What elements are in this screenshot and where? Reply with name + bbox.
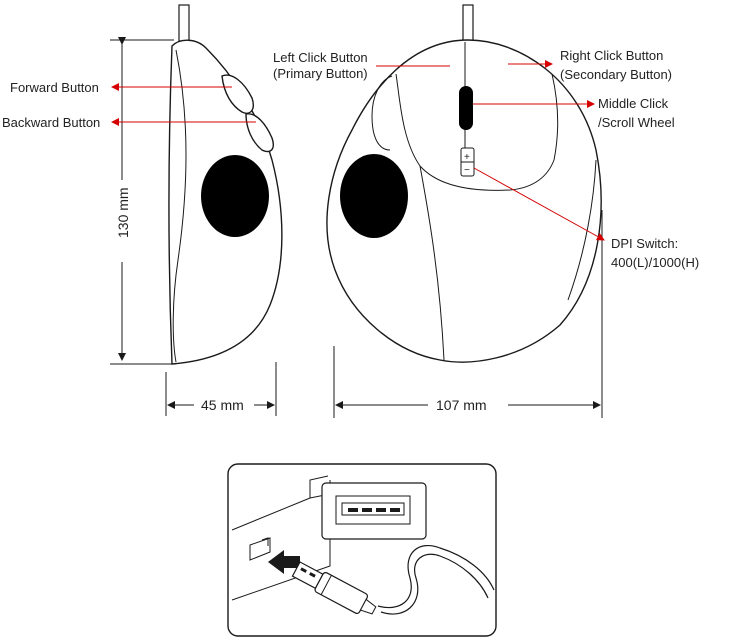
forward-button-label: Forward Button — [10, 80, 99, 95]
top-view: + − — [326, 4, 602, 363]
insert-arrow-icon — [268, 550, 300, 574]
scroll-wheel — [459, 86, 473, 130]
side-width-label: 45 mm — [201, 397, 244, 413]
top-width-dimension: 107 mm — [333, 210, 603, 418]
side-trackball — [201, 155, 269, 237]
left-click-label-line1: Left Click Button — [273, 50, 368, 65]
forward-button-shape — [221, 74, 254, 114]
case-usb-port — [249, 537, 271, 561]
dpi-label-line2: 400(L)/1000(H) — [611, 255, 699, 270]
top-callouts: Left Click Button (Primary Button) Right… — [273, 48, 699, 270]
height-dimension: 130 mm — [110, 37, 174, 365]
usb-connection-panel — [227, 463, 497, 637]
right-click-label-line2: (Secondary Button) — [560, 67, 672, 82]
dpi-label-line1: DPI Switch: — [611, 236, 678, 251]
top-body — [326, 39, 602, 363]
top-cable — [462, 4, 474, 44]
side-callouts: Forward Button Backward Button — [2, 80, 256, 130]
right-contour — [567, 159, 597, 301]
usb-panel-frame — [227, 463, 497, 637]
button-panel — [395, 73, 559, 191]
middle-click-label-line2: /Scroll Wheel — [598, 115, 675, 130]
dpi-plus-icon: + — [464, 152, 470, 163]
side-width-dimension: 45 mm — [165, 362, 277, 416]
left-click-label-line2: (Primary Button) — [273, 66, 368, 81]
usb-cable — [377, 544, 495, 609]
side-contour — [172, 49, 187, 363]
backward-button-label: Backward Button — [2, 115, 100, 130]
thumb-rest — [371, 75, 393, 151]
dpi-minus-icon: − — [464, 165, 470, 176]
top-trackball — [340, 154, 408, 238]
side-view — [160, 4, 283, 365]
backward-button-shape — [245, 113, 274, 153]
usb-plug — [291, 561, 377, 615]
top-width-label: 107 mm — [436, 397, 487, 413]
side-cable — [178, 4, 190, 42]
right-click-label-line1: Right Click Button — [560, 48, 663, 63]
height-dimension-label: 130 mm — [115, 187, 131, 238]
middle-click-label-line1: Middle Click — [598, 96, 669, 111]
palm-contour — [419, 165, 445, 361]
